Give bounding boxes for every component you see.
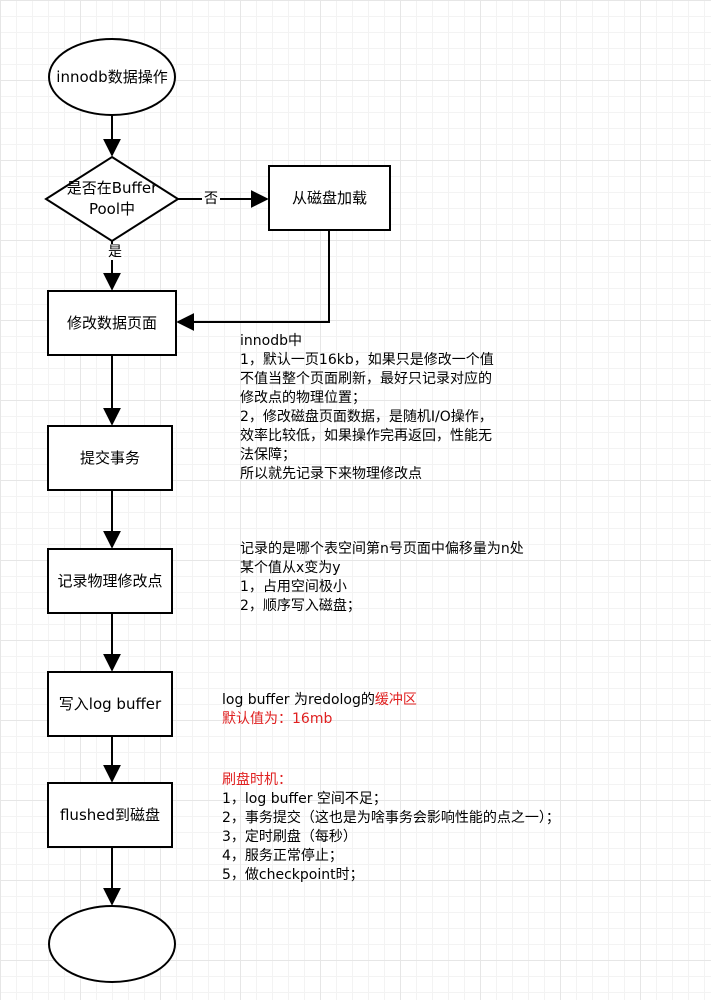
note-flush-line-2: 2，事务提交（这也是为啥事务会影响性能的点之一）； xyxy=(222,810,560,826)
write-label: 写入log buffer xyxy=(58,694,162,713)
note-flush-line-4: 4，服务正常停止； xyxy=(222,848,343,864)
decision-label: 是否在Buffer Pool中 xyxy=(66,179,158,218)
end-ellipse[interactable] xyxy=(48,905,176,983)
note-flush: 刷盘时机： 1，log buffer 空间不足； 2，事务提交（这也是为啥事务会… xyxy=(222,771,560,885)
flush-box[interactable] xyxy=(47,782,173,848)
flush-label: flushed到磁盘 xyxy=(59,805,161,824)
note-innodb-line-4: 2，修改磁盘页面数据，是随机I/O操作， xyxy=(240,409,493,425)
note-record: 记录的是哪个表空间第n号页面中偏移量为n处 某个值从x变为y 1，占用空间极小 … xyxy=(240,540,524,616)
note-innodb-line-2: 不值当整个页面刷新，最好只记录对应的 xyxy=(240,371,492,387)
end-label xyxy=(56,916,168,972)
note-record-line-2: 某个值从x变为y xyxy=(240,560,341,576)
edge-label-no: 否 xyxy=(202,191,220,207)
note-flush-line-3: 3，定时刷盘（每秒） xyxy=(222,829,357,845)
note-innodb-line-6: 法保障； xyxy=(240,447,296,463)
note-innodb: innodb中 1，默认一页16kb，如果只是修改一个值 不值当整个页面刷新，最… xyxy=(240,332,494,484)
note-innodb-title: innodb中 xyxy=(240,333,302,349)
note-innodb-line-3: 修改点的物理位置； xyxy=(240,390,366,406)
note-innodb-line-5: 效率比较低，如果操作完再返回，性能无 xyxy=(240,428,492,444)
note-logbuffer-line-2: 默认值为：16mb xyxy=(222,711,333,727)
note-logbuffer: log buffer 为redolog的缓冲区 默认值为：16mb xyxy=(222,691,417,729)
note-flush-line-5: 5，做checkpoint时； xyxy=(222,867,364,883)
record-label: 记录物理修改点 xyxy=(57,571,163,590)
load-label: 从磁盘加载 xyxy=(291,188,367,207)
write-box[interactable] xyxy=(47,671,173,737)
note-record-line-4: 2，顺序写入磁盘； xyxy=(240,598,361,614)
note-innodb-line-7: 所以就先记录下来物理修改点 xyxy=(240,466,422,482)
commit-box[interactable] xyxy=(47,425,173,491)
note-flush-line-1: 1，log buffer 空间不足； xyxy=(222,791,387,807)
modify-box[interactable] xyxy=(47,290,177,356)
edge-label-yes: 是 xyxy=(106,244,124,260)
arrow-load-to-modify xyxy=(176,230,330,331)
note-logbuffer-line-1: log buffer 为redolog的 xyxy=(222,692,375,708)
note-flush-title: 刷盘时机： xyxy=(222,772,292,788)
record-box[interactable] xyxy=(47,548,173,614)
note-innodb-line-1: 1，默认一页16kb，如果只是修改一个值 xyxy=(240,352,494,368)
start-label: innodb数据操作 xyxy=(56,67,168,86)
note-record-line-3: 1，占用空间极小 xyxy=(240,579,347,595)
modify-label: 修改数据页面 xyxy=(66,313,157,332)
commit-label: 提交事务 xyxy=(79,448,140,467)
note-record-line-1: 记录的是哪个表空间第n号页面中偏移量为n处 xyxy=(240,541,524,557)
note-logbuffer-highlight: 缓冲区 xyxy=(374,692,417,708)
